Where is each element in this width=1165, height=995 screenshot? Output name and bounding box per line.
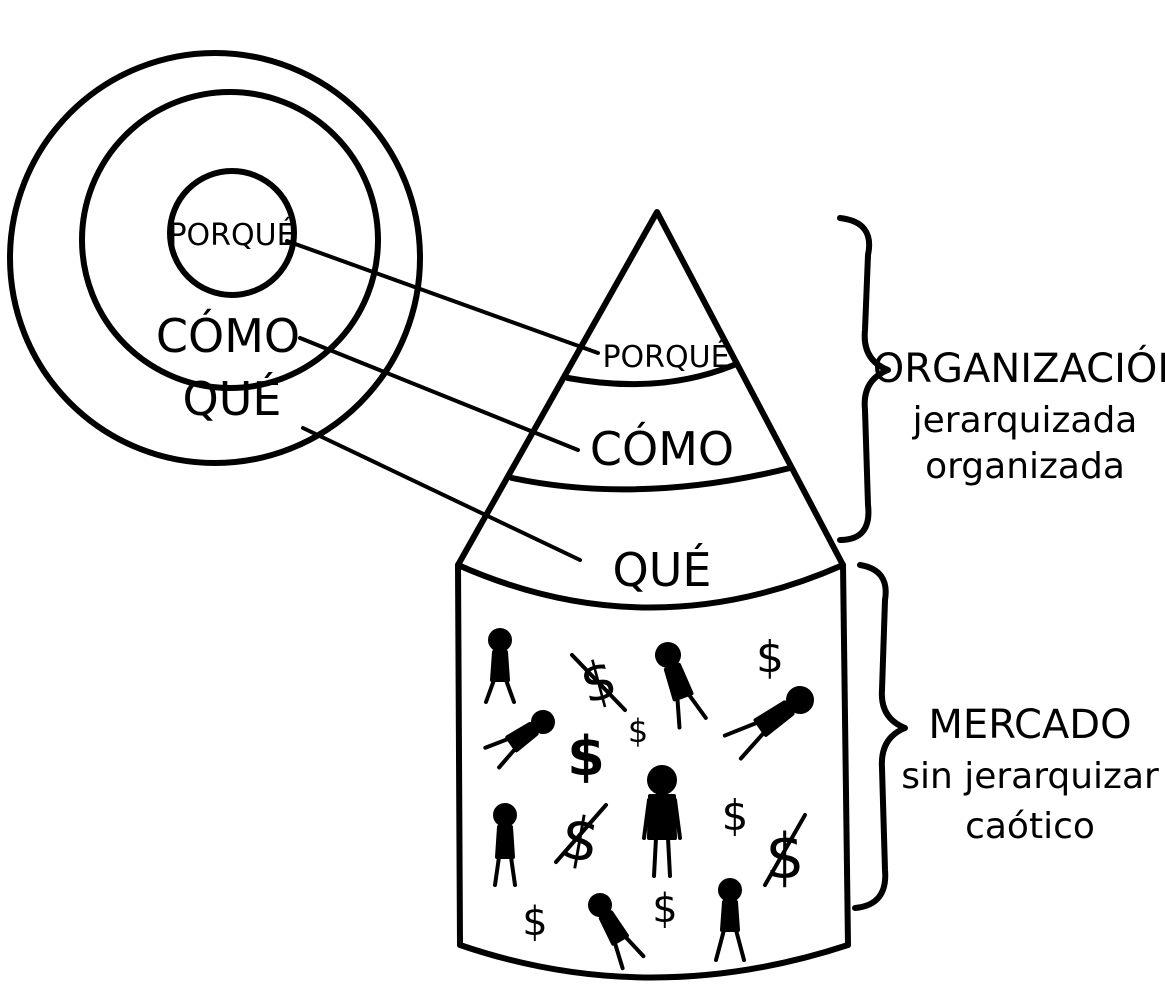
- cone-label-porque: PORQUÉ: [602, 339, 729, 375]
- cylinder-left-side: [458, 565, 460, 945]
- connector-como: [300, 338, 578, 450]
- braces: [840, 218, 905, 908]
- person-icon: [725, 682, 818, 759]
- market-title: MERCADO: [928, 702, 1131, 748]
- dollar-sign: $: [652, 886, 677, 932]
- dollar-sign: $: [765, 820, 804, 893]
- cone-label-como: CÓMO: [590, 422, 734, 476]
- circle-label-porque: PORQUÉ: [168, 217, 295, 253]
- person-icon: [716, 880, 744, 960]
- circle-label-como: CÓMO: [156, 309, 300, 363]
- person-icon: [651, 640, 706, 728]
- cone: PORQUÉ CÓMO QUÉ: [458, 212, 843, 597]
- organization-line2: organizada: [925, 446, 1125, 487]
- dollar-sign: $: [522, 899, 547, 945]
- organization-title: ORGANIZACIÓN: [873, 344, 1165, 392]
- cone-label-que: QUÉ: [613, 543, 712, 597]
- connector-porque: [287, 241, 598, 353]
- person-icon: [585, 890, 644, 968]
- dollar-sign: $: [628, 712, 648, 750]
- person-icon: [495, 805, 515, 885]
- person-icon: [485, 706, 558, 767]
- cone-outline: [458, 212, 843, 565]
- dollar-sign: $: [722, 791, 749, 840]
- connector-que: [303, 428, 580, 560]
- dollar-sign: $: [567, 725, 605, 788]
- market-label: MERCADO sin jerarquizar caótico: [901, 702, 1159, 847]
- dollar-sign: $: [756, 632, 784, 683]
- circle-label-que: QUÉ: [183, 372, 282, 426]
- organization-line1: jerarquizada: [912, 400, 1138, 441]
- market-line1: sin jerarquizar: [901, 756, 1159, 797]
- cylinder-bottom: [460, 945, 848, 978]
- person-icon: [486, 630, 514, 702]
- cylinder-right-side: [843, 565, 848, 945]
- market-contents: $ $ $ $ $ $ $ $ $: [485, 630, 818, 968]
- market-line2: caótico: [965, 806, 1095, 847]
- concentric-circles: PORQUÉ CÓMO QUÉ: [10, 53, 420, 463]
- organization-label: ORGANIZACIÓN jerarquizada organizada: [873, 344, 1165, 487]
- person-icon: [644, 767, 680, 876]
- market-brace: [855, 565, 905, 908]
